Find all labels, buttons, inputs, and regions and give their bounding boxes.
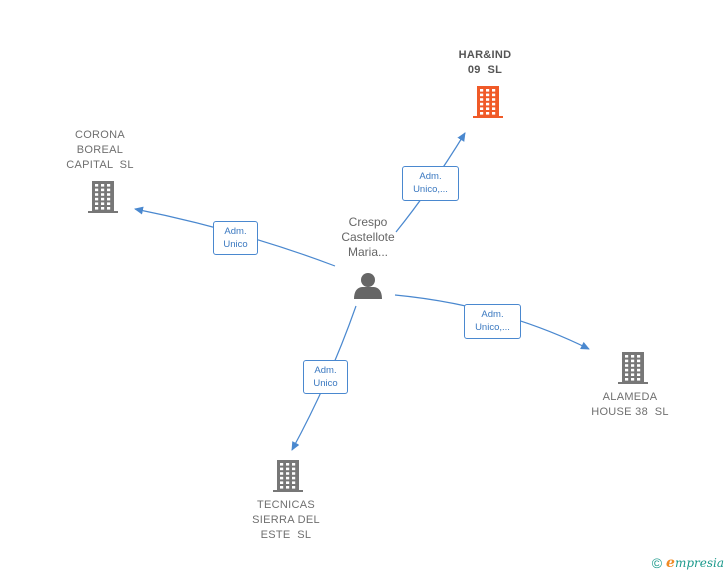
company-label-harind[interactable]: HAR&IND 09 SL — [440, 48, 530, 78]
person-name-line-3: Maria... — [347, 245, 388, 259]
brand-name: mpresia — [674, 556, 724, 570]
company-label-line: BOREAL — [76, 144, 124, 156]
edge-badge-harind[interactable]: Adm. Unico,... — [402, 166, 459, 201]
edge-badge-line: Adm. — [314, 365, 337, 376]
brand-footer[interactable]: © empresia — [652, 555, 724, 571]
building-icon-corona[interactable] — [88, 181, 118, 213]
company-label-line: CORONA — [74, 129, 126, 141]
building-icon-alameda[interactable] — [618, 352, 648, 384]
company-label-line: ALAMEDA — [602, 391, 658, 403]
company-label-corona[interactable]: CORONA BOREAL CAPITAL SL — [50, 128, 150, 173]
edge-badge-line: Adm. — [224, 226, 247, 237]
edge-badge-line: Unico — [313, 378, 338, 389]
edge-badge-line: Unico,... — [413, 184, 448, 195]
edge-badge-tecnicas[interactable]: Adm. Unico — [303, 360, 348, 394]
person-name-line-2: Castellote — [341, 230, 395, 244]
edge-badge-line: Unico — [223, 239, 248, 250]
company-label-line: HOUSE 38 SL — [591, 406, 669, 418]
edge-badge-corona[interactable]: Adm. Unico — [213, 221, 258, 255]
company-label-line: HAR&IND — [458, 49, 512, 61]
company-label-line: ESTE SL — [260, 529, 312, 541]
brand-initial: e — [666, 555, 675, 571]
person-name-label[interactable]: Crespo Castellote Maria... — [322, 215, 414, 260]
company-label-line: CAPITAL SL — [66, 159, 134, 171]
building-icon-tecnicas[interactable] — [273, 460, 303, 492]
person-icon[interactable] — [354, 273, 382, 299]
company-label-line: TECNICAS — [256, 499, 316, 511]
company-label-line: 09 SL — [467, 64, 503, 76]
copyright-icon: © — [651, 555, 663, 571]
building-icon-harind[interactable] — [473, 86, 503, 118]
edge-badge-line: Adm. — [481, 309, 504, 320]
company-label-alameda[interactable]: ALAMEDA HOUSE 38 SL — [575, 390, 685, 420]
brand-logo: empresia — [666, 555, 724, 571]
edge-badge-line: Adm. — [419, 171, 442, 182]
person-name-line-1: Crespo — [348, 215, 388, 229]
edge-badge-alameda[interactable]: Adm. Unico,... — [464, 304, 521, 339]
company-label-tecnicas[interactable]: TECNICAS SIERRA DEL ESTE SL — [236, 498, 336, 543]
edge-badge-line: Unico,... — [475, 322, 510, 333]
company-label-line: SIERRA DEL — [252, 514, 320, 526]
